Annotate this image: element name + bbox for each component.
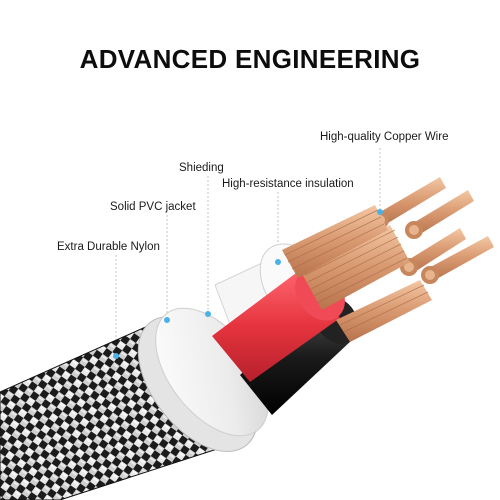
label-insulation: High-resistance insulation xyxy=(222,178,354,190)
callout-dot-insulation xyxy=(275,259,281,265)
callout-dot-copper xyxy=(377,209,383,215)
copper-strand-bundles xyxy=(282,177,494,342)
callout-dot-nylon xyxy=(113,353,119,359)
label-nylon: Extra Durable Nylon xyxy=(57,241,160,253)
leader-lines xyxy=(115,148,381,356)
callout-markers xyxy=(113,209,383,359)
headline: ADVANCED ENGINEERING xyxy=(79,44,421,74)
label-copper-wire: High-quality Copper Wire xyxy=(320,131,449,143)
callout-dot-shielding xyxy=(205,311,211,317)
label-shielding: Shieding xyxy=(179,162,224,174)
callout-dot-pvc xyxy=(164,317,170,323)
label-pvc-jacket: Solid PVC jacket xyxy=(110,201,196,213)
